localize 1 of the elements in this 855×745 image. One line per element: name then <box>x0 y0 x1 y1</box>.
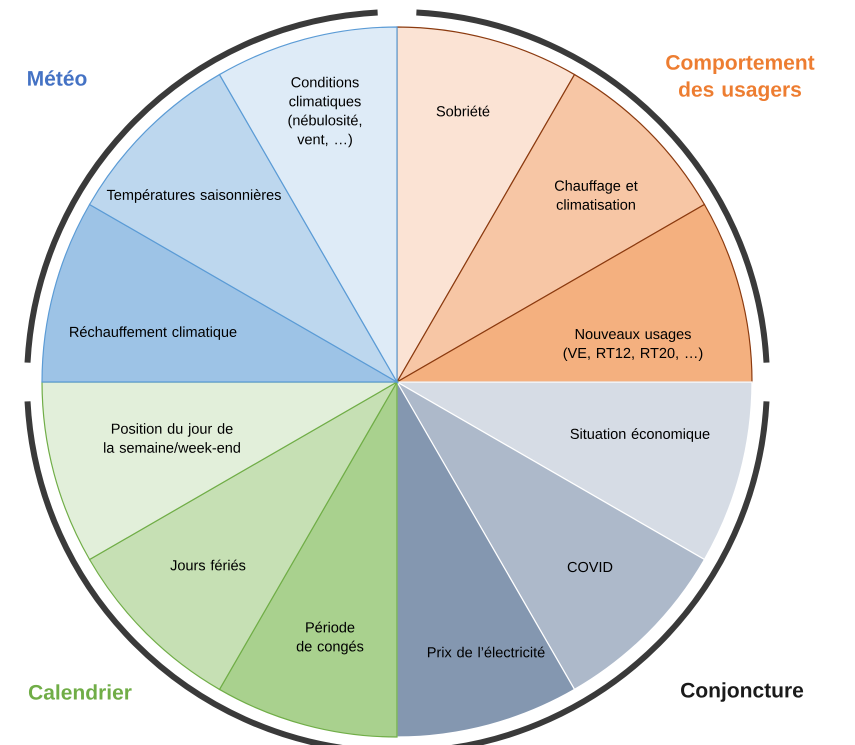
group-title: Météo <box>28 70 87 86</box>
